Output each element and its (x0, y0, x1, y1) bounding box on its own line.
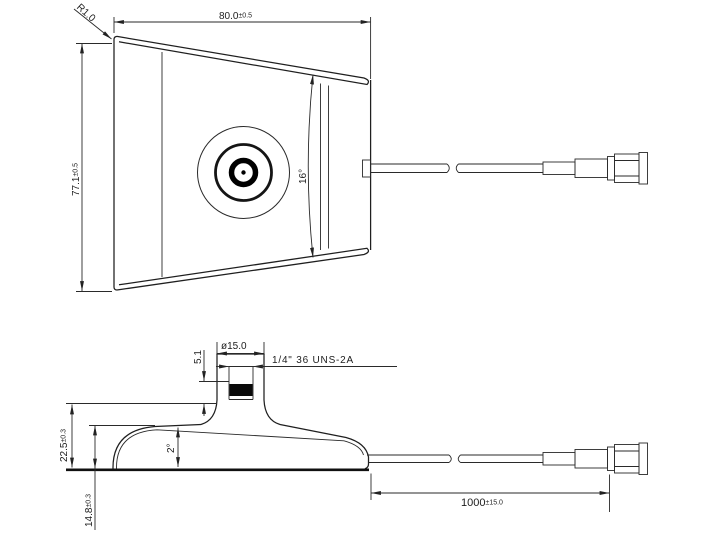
radiator-circles (197, 126, 290, 219)
side-body-outline (66, 423, 370, 472)
top-view: 80.0±0.5 77.1±0.5 R1.0 16° (71, 2, 648, 292)
dim-stud-diameter: ø15.0 (216, 341, 265, 356)
body-height-label: 14.8±0.3 (84, 494, 95, 527)
dim-taper-angle: 16° (298, 74, 314, 258)
dim-height: 77.1±0.5 (71, 43, 112, 292)
dim-stud-height: 5.1 (193, 350, 229, 416)
stud-diameter-label: ø15.0 (221, 341, 247, 352)
dim-draft-angle: 2° (166, 427, 180, 467)
dim-width: 80.0±0.5 (113, 11, 372, 79)
coax-cable-side (367, 454, 543, 463)
stud-height-label: 5.1 (193, 350, 204, 364)
corner-radius-label: R1.0 (74, 2, 97, 25)
dim-thread-spec: 1/4" 36 UNS-2A (216, 355, 397, 369)
dim-body-height: 14.8±0.3 (84, 425, 155, 530)
coax-cable-top (362, 159, 543, 178)
thread-section (228, 366, 254, 400)
overall-height-label: 22.5±0.3 (59, 429, 70, 462)
thread-spec-label: 1/4" 36 UNS-2A (272, 355, 354, 366)
mounting-stud (200, 353, 281, 426)
cable-length-label: 1000±15.0 (461, 497, 503, 509)
dim-corner-radius: R1.0 (73, 2, 112, 40)
draft-angle-label: 2° (166, 443, 177, 453)
side-view: ø15.0 1/4" 36 UNS-2A 5.1 22.5±0.3 2° (59, 341, 648, 530)
thread-washer (229, 384, 253, 396)
dim-width-label: 80.0±0.5 (219, 11, 252, 22)
dim-cable-length: 1000±15.0 (370, 473, 610, 512)
center-dot (241, 170, 246, 175)
sma-connector-side (542, 442, 648, 475)
sma-connector-top (542, 152, 648, 185)
cable-break-top (446, 163, 450, 173)
top-body-outline (113, 35, 372, 291)
cable-break-side (448, 454, 452, 463)
taper-angle-label: 16° (298, 169, 309, 184)
dim-height-label: 77.1±0.5 (71, 163, 82, 196)
dim-overall-height: 22.5±0.3 (59, 403, 202, 468)
